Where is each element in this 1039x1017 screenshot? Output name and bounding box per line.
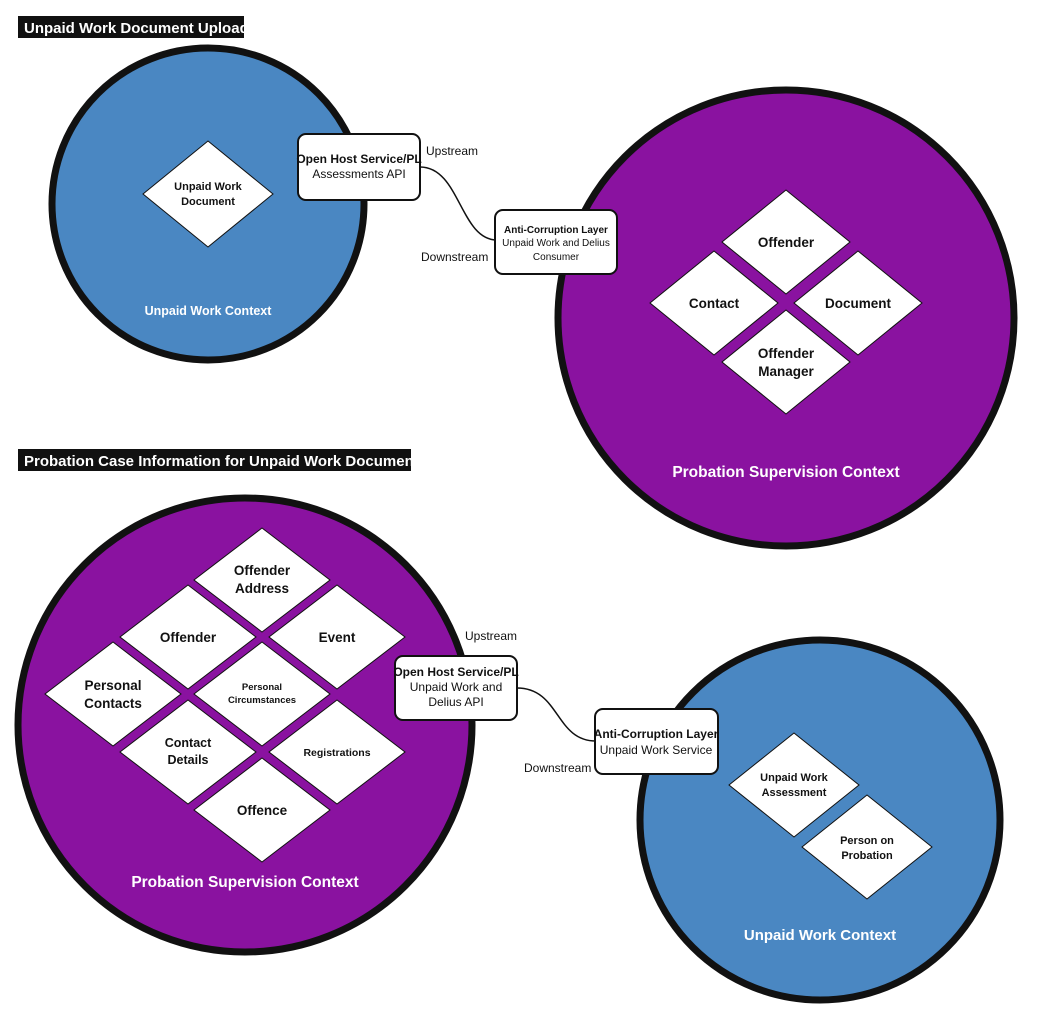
- entity-document-label: Document: [825, 296, 892, 311]
- entity-personal-circumstances-line2: Circumstances: [228, 695, 296, 706]
- diagram2-downstream-label: Downstream: [524, 761, 591, 775]
- entity-contact-label: Contact: [689, 296, 740, 311]
- entity-contact-details-line2: Details: [168, 753, 209, 767]
- diagram1-probation-supervision-context: Probation Supervision Context Offender C…: [554, 86, 1018, 550]
- entity-offender: Offender: [119, 584, 257, 690]
- diagram2-unpaid-work-context: Unpaid Work Context Unpaid Work Assessme…: [636, 636, 1004, 1004]
- entity-personal-contacts-line1: Personal: [84, 678, 141, 693]
- entity-contact: Contact: [649, 250, 779, 356]
- diagram2-probation-context-label: Probation Supervision Context: [131, 874, 358, 891]
- diagram1-acl-subtitle-line2: Consumer: [533, 252, 580, 263]
- entity-unpaid-work-document-line2: Document: [181, 196, 235, 208]
- diagram1-header: Unpaid Work Document Upload: [18, 16, 249, 38]
- entity-registrations-label: Registrations: [303, 747, 370, 759]
- diagram2-acl-subtitle: Unpaid Work Service: [600, 743, 713, 757]
- diagram1-unpaid-context-label: Unpaid Work Context: [145, 304, 273, 318]
- entity-unpaid-work-assessment-line2: Assessment: [762, 787, 827, 799]
- diagram2-header: Probation Case Information for Unpaid Wo…: [18, 449, 419, 471]
- diagram1-anti-corruption-layer: Anti-Corruption Layer Unpaid Work and De…: [494, 209, 618, 275]
- entity-offender-address-line1: Offender: [234, 563, 291, 578]
- entity-unpaid-work-assessment-line1: Unpaid Work: [760, 772, 829, 784]
- diagram1-ohs-subtitle: Assessments API: [312, 167, 405, 181]
- entity-offender-label: Offender: [758, 235, 815, 250]
- diagram2-ohs-title: Open Host Service/PL: [393, 665, 518, 679]
- entity-person-on-probation-line2: Probation: [841, 850, 893, 862]
- diagram2-header-text: Probation Case Information for Unpaid Wo…: [24, 453, 419, 470]
- diagram1-open-host-service: Open Host Service/PL Assessments API: [296, 133, 422, 201]
- diagram2-ohs-subtitle-line1: Unpaid Work and: [410, 680, 503, 694]
- entity-offender-manager-line2: Manager: [758, 364, 814, 379]
- entity-offender-manager-line1: Offender: [758, 346, 815, 361]
- entity-offender: Offender: [721, 189, 851, 295]
- entity-contact-details: Contact Details: [119, 699, 257, 805]
- entity-personal-circumstances-line1: Personal: [242, 682, 282, 693]
- diagram1-acl-title: Anti-Corruption Layer: [504, 225, 608, 236]
- diagram2-upstream-label: Upstream: [465, 629, 517, 643]
- diagram1-probation-context-label: Probation Supervision Context: [672, 464, 899, 481]
- diagram1-ohs-title: Open Host Service/PL: [296, 152, 421, 166]
- diagram2-unpaid-context-label: Unpaid Work Context: [744, 927, 896, 944]
- entity-personal-circumstances: Personal Circumstances: [193, 641, 331, 747]
- entity-offender-address-line2: Address: [235, 581, 289, 596]
- entity-registrations: Registrations: [268, 699, 406, 805]
- entity-unpaid-work-document: Unpaid Work Document: [142, 140, 274, 248]
- entity-personal-contacts-line2: Contacts: [84, 696, 142, 711]
- diagram2-connector: [516, 687, 597, 742]
- diagram1-upstream-label: Upstream: [426, 144, 478, 158]
- entity-offender-manager: Offender Manager: [721, 309, 851, 415]
- entity-unpaid-work-assessment: Unpaid Work Assessment: [728, 732, 860, 838]
- diagram1-header-text: Unpaid Work Document Upload: [24, 20, 249, 37]
- entity-offence-label: Offence: [237, 803, 288, 818]
- entity-person-on-probation: Person on Probation: [801, 794, 933, 900]
- diagram2-ohs-subtitle-line2: Delius API: [428, 695, 483, 709]
- diagram1-acl-subtitle-line1: Unpaid Work and Delius: [502, 238, 610, 249]
- diagram2-probation-supervision-context: Probation Supervision Context Offender A…: [14, 494, 476, 956]
- diagram2-acl-title: Anti-Corruption Layer: [594, 727, 719, 741]
- diagram1-unpaid-work-context: Unpaid Work Context Unpaid Work Document: [48, 44, 368, 364]
- diagram2-open-host-service: Open Host Service/PL Unpaid Work and Del…: [393, 655, 519, 721]
- entity-contact-details-line1: Contact: [165, 736, 212, 750]
- entity-offender-label: Offender: [160, 630, 217, 645]
- diagram1-connector: [419, 166, 498, 241]
- entity-personal-contacts: Personal Contacts: [44, 641, 182, 747]
- diagram1-downstream-label: Downstream: [421, 250, 488, 264]
- diagram2-anti-corruption-layer: Anti-Corruption Layer Unpaid Work Servic…: [594, 708, 719, 775]
- entity-person-on-probation-line1: Person on: [840, 835, 894, 847]
- entity-event: Event: [268, 584, 406, 690]
- entity-document: Document: [793, 250, 923, 356]
- entity-offence: Offence: [193, 757, 331, 863]
- entity-unpaid-work-document-line1: Unpaid Work: [174, 181, 243, 193]
- entity-event-label: Event: [319, 630, 356, 645]
- entity-offender-address: Offender Address: [193, 527, 331, 633]
